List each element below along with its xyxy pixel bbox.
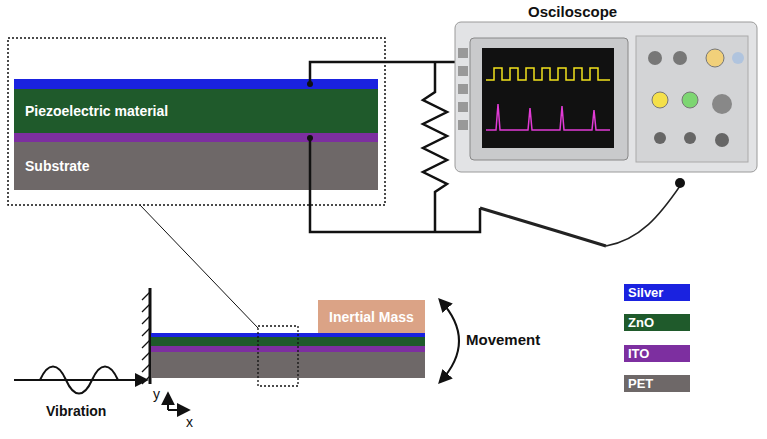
legend-text: Silver xyxy=(628,285,663,300)
zno-band: Piezoelectric material xyxy=(14,89,378,133)
silver-layer xyxy=(14,79,378,89)
contact-dot xyxy=(307,135,313,141)
motion-label: Movement xyxy=(466,331,540,348)
inertial-mass xyxy=(318,300,425,333)
zoom-marker xyxy=(258,326,298,386)
pet-band: Substrate xyxy=(14,142,378,190)
zno-layer xyxy=(151,337,425,346)
legend-text: ZnO xyxy=(628,315,654,330)
ito-layer xyxy=(14,133,378,142)
vibration-arrow xyxy=(14,379,146,381)
axis-label: y xyxy=(153,386,160,402)
legend-swatch: ZnO xyxy=(624,314,690,331)
pet-layer xyxy=(151,352,425,378)
legend-swatch: PET xyxy=(624,375,690,392)
legend-swatch: ITO xyxy=(624,345,690,362)
pet-layer xyxy=(14,142,378,190)
silver-layer xyxy=(151,333,425,337)
sine-wave xyxy=(40,367,118,394)
node-text: Inertial Mass xyxy=(329,309,414,325)
axis-label: x xyxy=(186,414,193,430)
node-text: Piezoelectric material xyxy=(25,103,168,119)
inertial-mass-box: Inertial Mass xyxy=(318,300,425,333)
wall xyxy=(142,288,150,384)
device-title: Osciloscope xyxy=(528,3,617,20)
ito-layer xyxy=(151,346,425,352)
excitation-label: Vibration xyxy=(46,403,106,419)
zoom-leader xyxy=(140,205,258,328)
x-axis xyxy=(168,409,188,411)
legend-swatch: Silver xyxy=(624,284,690,301)
legend-text: ITO xyxy=(628,346,649,361)
movement-arrow xyxy=(440,300,459,382)
oscilloscope xyxy=(455,22,757,188)
y-axis xyxy=(167,394,169,410)
zno-layer xyxy=(14,89,378,133)
legend-text: PET xyxy=(628,376,653,391)
node-text: Substrate xyxy=(25,158,90,174)
contact-dot xyxy=(307,81,313,87)
